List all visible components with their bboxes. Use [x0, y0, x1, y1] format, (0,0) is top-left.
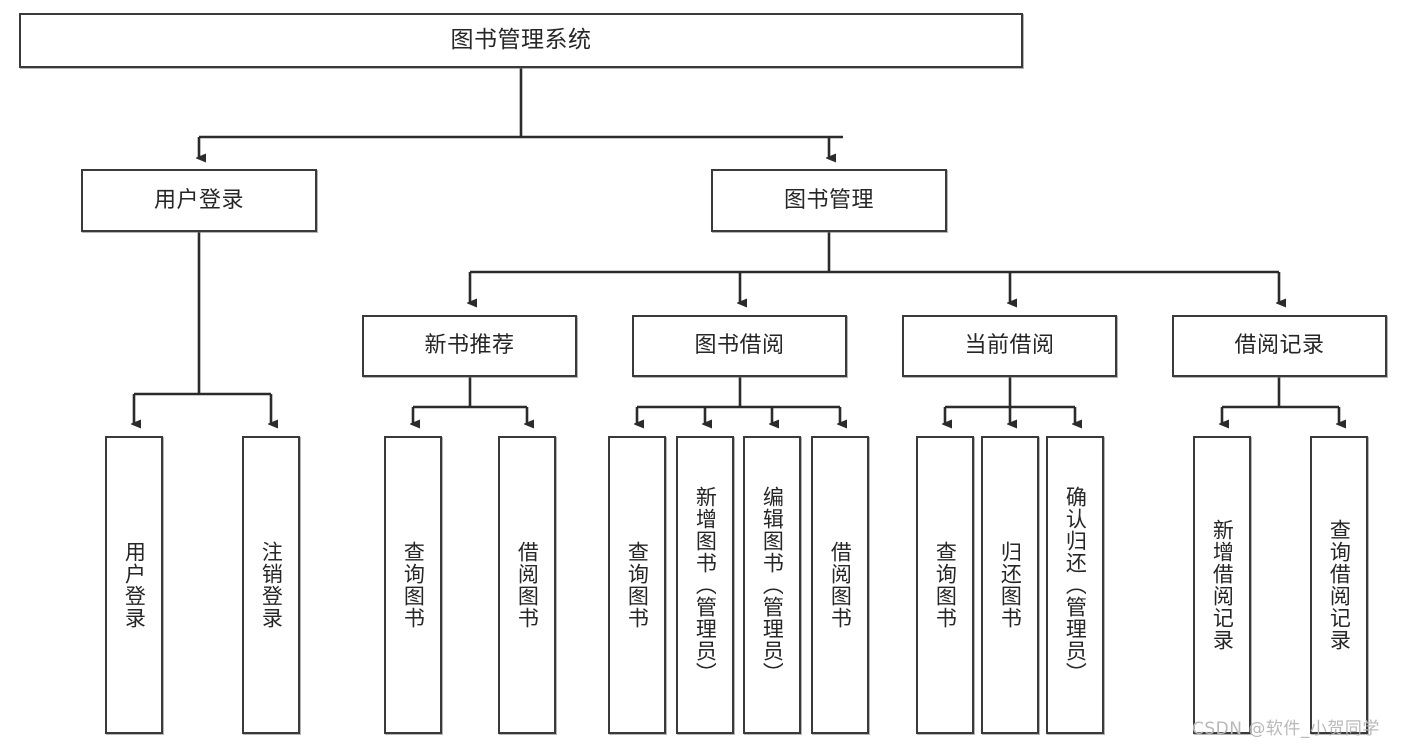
- node-book-management[interactable]: 图书管理: [711, 169, 947, 232]
- node-book-borrow[interactable]: 图书借阅: [632, 315, 847, 377]
- node-current-borrow[interactable]: 当前借阅: [902, 315, 1117, 377]
- node-leaf-query-borrow-record[interactable]: 查询借阅记录: [1310, 436, 1368, 734]
- node-label: 用户登录: [122, 541, 146, 629]
- node-leaf-borrow-book-recommend[interactable]: 借阅图书: [498, 436, 556, 734]
- node-leaf-query-book-recommend[interactable]: 查询图书: [384, 436, 442, 734]
- node-leaf-query-book-borrow[interactable]: 查询图书: [608, 436, 666, 734]
- node-label: 当前借阅: [964, 333, 1055, 359]
- csdn-watermark: CSDN @软件_小贺同学: [1192, 719, 1380, 739]
- node-user-login[interactable]: 用户登录: [81, 169, 317, 232]
- node-borrow-records[interactable]: 借阅记录: [1172, 315, 1387, 377]
- node-label: 图书借阅: [694, 333, 785, 359]
- node-label: 查询图书: [401, 541, 425, 629]
- node-leaf-edit-book-admin[interactable]: 编辑图书（管理员）: [743, 436, 801, 734]
- node-label: 注销登录: [259, 541, 283, 629]
- node-label: 图书管理系统: [450, 26, 592, 53]
- node-leaf-query-book-current[interactable]: 查询图书: [916, 436, 974, 734]
- node-label: 图书管理: [783, 187, 874, 213]
- node-label: 查询图书: [933, 541, 957, 629]
- node-label: 归还图书: [998, 541, 1022, 629]
- node-label: 查询图书: [625, 541, 649, 629]
- node-label: 新增借阅记录: [1210, 519, 1234, 651]
- node-leaf-user-login[interactable]: 用户登录: [105, 436, 163, 734]
- node-leaf-borrow-book[interactable]: 借阅图书: [811, 436, 869, 734]
- node-label: 用户登录: [153, 187, 244, 213]
- node-leaf-add-book-admin[interactable]: 新增图书（管理员）: [676, 436, 734, 734]
- node-leaf-logout[interactable]: 注销登录: [242, 436, 300, 734]
- node-leaf-add-borrow-record[interactable]: 新增借阅记录: [1193, 436, 1251, 734]
- node-label: 新书推荐: [424, 333, 515, 359]
- node-leaf-return-book[interactable]: 归还图书: [981, 436, 1039, 734]
- node-label: 查询借阅记录: [1327, 519, 1351, 651]
- node-label: 编辑图书（管理员）: [760, 486, 784, 684]
- node-label: 借阅图书: [515, 541, 539, 629]
- node-label: 借阅图书: [828, 541, 852, 629]
- node-new-book-recommend[interactable]: 新书推荐: [362, 315, 577, 377]
- node-label: 确认归还（管理员）: [1063, 486, 1087, 684]
- node-leaf-confirm-return-admin[interactable]: 确认归还（管理员）: [1046, 436, 1104, 734]
- node-label: 借阅记录: [1234, 333, 1325, 359]
- node-root-system[interactable]: 图书管理系统: [19, 13, 1023, 68]
- node-label: 新增图书（管理员）: [693, 486, 717, 684]
